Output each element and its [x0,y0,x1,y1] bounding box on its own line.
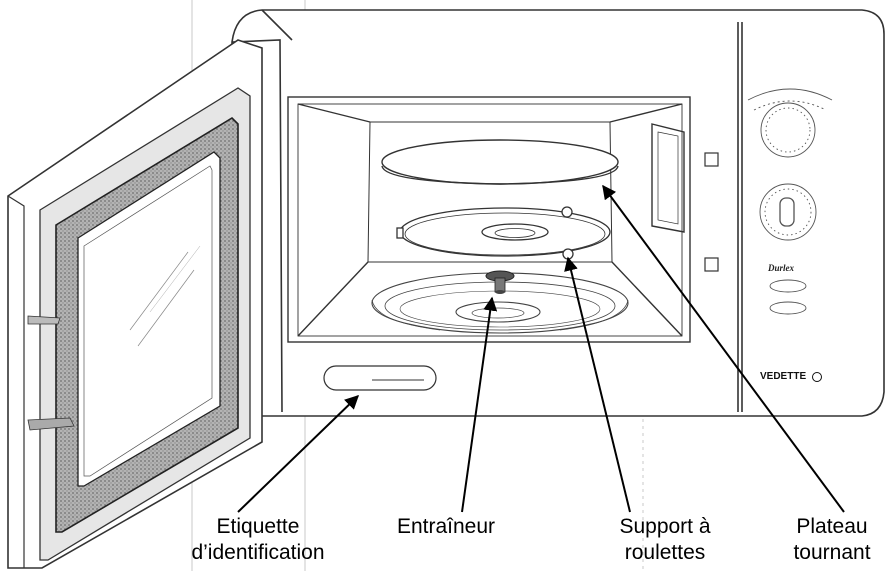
callout-turntable: Plateau tournant [782,514,882,566]
arrow-id-label [237,395,360,513]
panel-model-text: Durlex [768,263,795,273]
callout-id-label-line2: d’identification [191,541,325,564]
brand-logo-icon [812,372,822,382]
id-label-plate [323,365,437,391]
callout-drive: Entraîneur [376,514,516,540]
callout-id-label: Etiquette d’identification [168,514,348,566]
callout-roller-line1: Support à [619,515,711,538]
callout-id-label-line1: Etiquette [216,515,300,538]
drive-coupler-icon [485,270,515,294]
callout-roller-line2: roulettes [624,541,706,564]
roller-support [396,206,611,260]
arrow-drive [461,296,498,513]
callout-turntable-line1: Plateau [796,515,868,538]
leader-arrows [237,184,845,513]
arrow-roller [564,256,631,513]
callout-roller: Support à roulettes [600,514,730,566]
panel-brand-text: VEDETTE [760,371,807,382]
turntable-plate [381,139,619,185]
control-panel [747,88,833,315]
callout-drive-line1: Entraîneur [396,515,496,538]
panel-side-buttons [704,152,719,272]
door [7,39,263,569]
arrow-turntable [602,184,845,513]
callout-turntable-line2: tournant [793,541,871,564]
